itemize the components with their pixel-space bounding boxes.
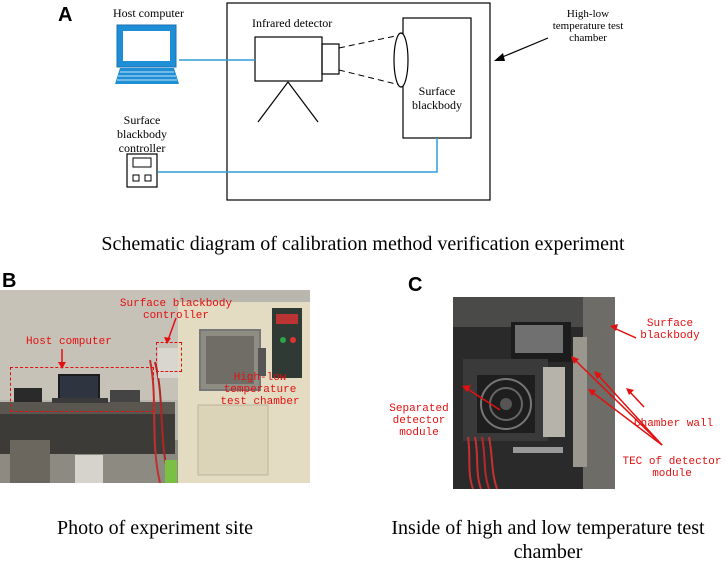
chamber-arrow: [499, 37, 549, 59]
detector-body: [254, 36, 323, 82]
blackbody-box: [402, 17, 472, 139]
panel-a-letter: A: [58, 4, 73, 26]
panel-c-letter: C: [408, 274, 423, 296]
photo-b-arrows: [58, 317, 177, 369]
chamber-box: [226, 2, 491, 201]
tripod-left: [257, 81, 289, 123]
beam-bottom: [338, 69, 401, 86]
photo-b-host-label: Host computer: [26, 336, 112, 348]
host-computer-label: Host computer: [113, 6, 184, 20]
host-computer-highlight: [10, 367, 154, 412]
controller-highlight: [156, 342, 182, 372]
photo-c-arrows: [462, 324, 663, 446]
caption-a: Schematic diagram of calibration method …: [101, 233, 625, 255]
photo-c-wall-label: Chamber wall: [634, 418, 714, 430]
photo-experiment-site: [0, 290, 310, 483]
schematic-diagram: [115, 2, 549, 201]
photo-chamber-inside: [453, 297, 615, 489]
caption-b: Photo of experiment site: [56, 517, 254, 539]
beam-top: [338, 34, 401, 49]
controller-blackbody-line: [158, 138, 438, 173]
panel-b-letter: B: [2, 270, 17, 292]
blackbody-aperture: [393, 32, 409, 88]
monitor-screen: [123, 31, 170, 61]
tripod-right: [287, 81, 319, 123]
infrared-detector-label: Infrared detector: [252, 16, 333, 30]
detector-lens: [321, 43, 340, 75]
